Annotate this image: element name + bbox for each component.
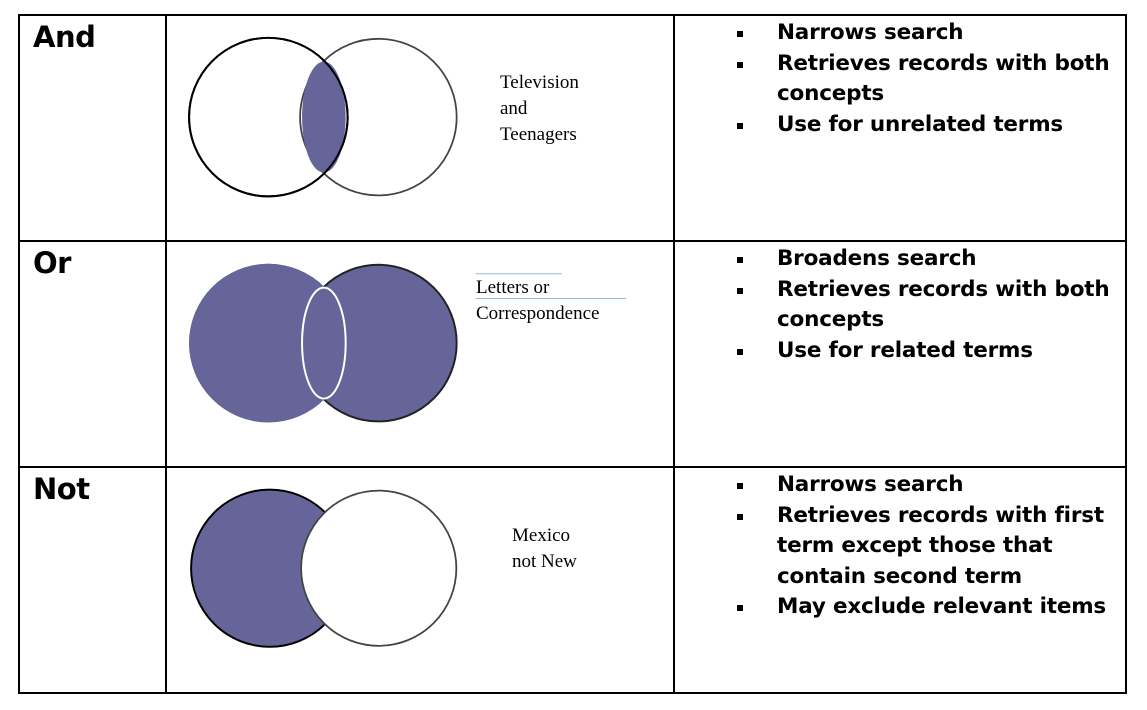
venn-overlap-outline: [301, 286, 347, 400]
venn-left-outline: [188, 36, 349, 198]
operator-cell-not: Not: [20, 468, 167, 692]
list-item: Broadens search: [735, 244, 1113, 275]
list-item: Use for unrelated terms: [735, 110, 1113, 141]
operator-cell-or: Or: [20, 242, 167, 468]
venn-overlap-shaded: [302, 61, 346, 173]
or-caption: Letters or Correspondence: [476, 277, 600, 324]
list-item: Narrows search: [735, 18, 1113, 49]
venn-right-circle: [299, 37, 458, 197]
description-cell-and: Narrows search Retrieves records with bo…: [675, 16, 1125, 242]
diagram-cell-or: Letters or Correspondence: [167, 242, 675, 468]
list-item: Use for related terms: [735, 336, 1113, 367]
list-item: Retrieves records with both concepts: [735, 275, 1113, 336]
and-points-list: Narrows search Retrieves records with bo…: [735, 18, 1113, 140]
boolean-operators-table: And Television and Teenagers Narrows sea…: [18, 14, 1127, 694]
venn-or-diagram: [189, 242, 627, 466]
list-item: Retrieves records with first term except…: [735, 501, 1113, 593]
diagram-cell-not: Mexico not New: [167, 468, 675, 692]
and-caption: Television and Teenagers: [500, 72, 579, 145]
list-item: Narrows search: [735, 470, 1113, 501]
diagram-cell-and: Television and Teenagers: [167, 16, 675, 242]
not-caption: Mexico not New: [512, 525, 577, 572]
or-points-list: Broadens search Retrieves records with b…: [735, 244, 1113, 366]
operator-label: And: [33, 20, 96, 54]
description-cell-or: Broadens search Retrieves records with b…: [675, 242, 1125, 468]
operator-label: Or: [33, 246, 71, 280]
venn-and-diagram: [188, 36, 458, 198]
operator-cell-and: And: [20, 16, 167, 242]
venn-right-circle: [300, 489, 458, 647]
list-item: May exclude relevant items: [735, 592, 1113, 623]
not-points-list: Narrows search Retrieves records with fi…: [735, 470, 1113, 623]
operator-label: Not: [33, 472, 90, 506]
list-item: Retrieves records with both concepts: [735, 49, 1113, 110]
description-cell-not: Narrows search Retrieves records with fi…: [675, 468, 1125, 692]
venn-not-diagram: [190, 488, 458, 648]
